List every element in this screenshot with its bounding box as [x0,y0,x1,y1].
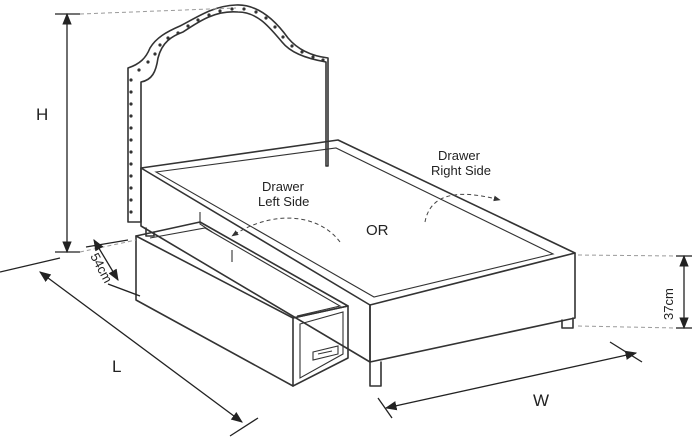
width-label: W [533,391,549,410]
drawer-depth-dimension [85,238,141,297]
height-dimension [55,7,237,254]
width-dimension [377,341,643,419]
headboard [127,4,329,223]
drawer-left-label-line2: Left Side [258,194,309,209]
drawer-left-label-line1: Drawer [262,179,305,194]
base-height-dimension [577,254,692,330]
drawer-left-arrow [231,217,341,243]
drawer-handle [312,345,339,361]
base-height-label: 37cm [661,288,676,320]
drawer-right-label-line1: Drawer [438,148,481,163]
bed-base [140,139,576,387]
drawer [135,221,349,387]
length-label: L [112,357,121,376]
drawer-right-arrow [424,193,501,223]
headboard-studs [129,7,325,214]
drawer-right-label-line2: Right Side [431,163,491,178]
or-label: OR [366,222,389,239]
length-dimension [0,257,259,437]
height-label: H [36,105,48,124]
